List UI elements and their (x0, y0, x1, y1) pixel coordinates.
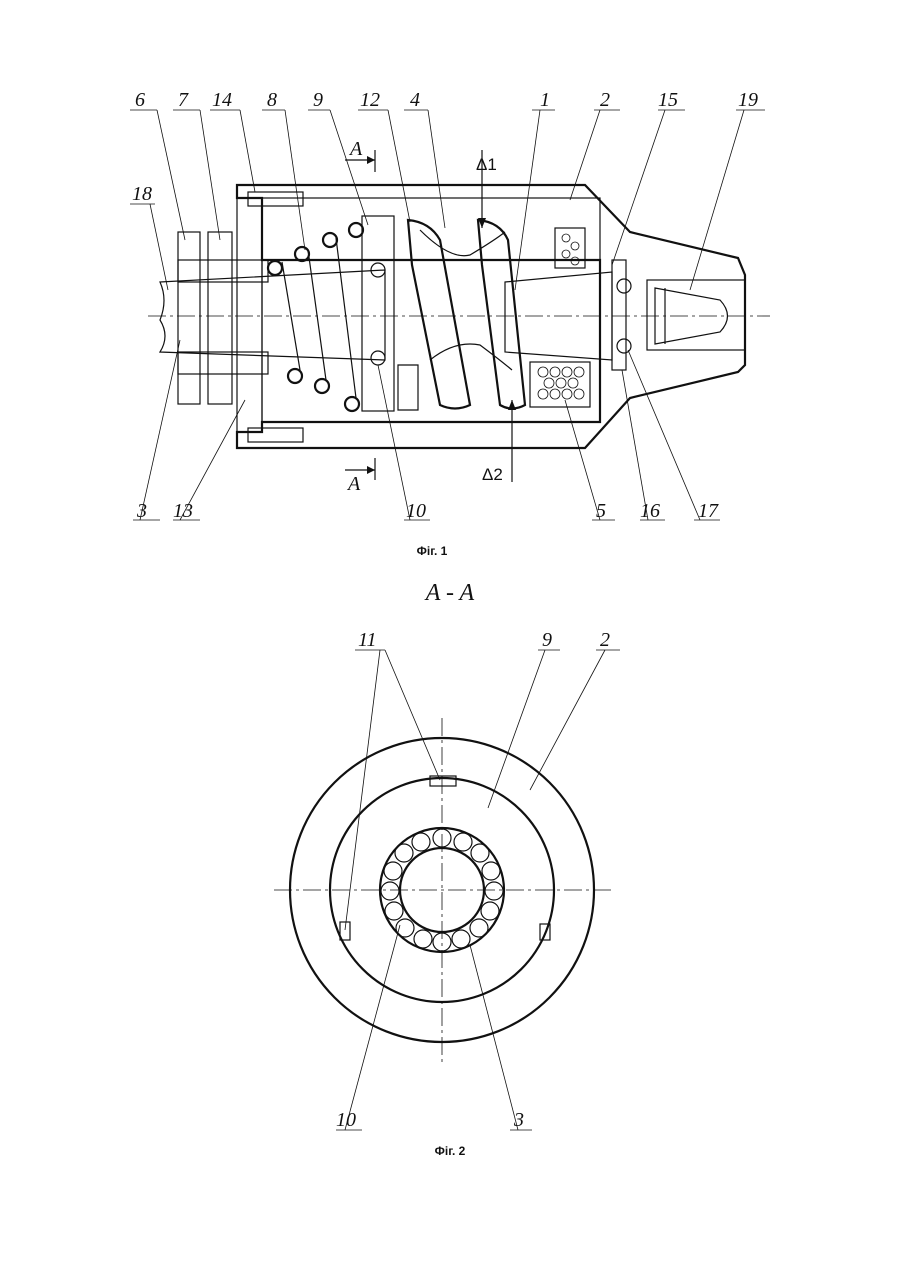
label-9: 9 (313, 89, 323, 111)
cap-part-13 (237, 198, 262, 432)
section-arrow-top: A (345, 138, 375, 172)
figure-2-caption: Фіг. 2 (435, 1144, 466, 1158)
plug-chamber (647, 280, 745, 350)
section-mark-top: A (348, 138, 363, 160)
label-2-section: 2 (600, 629, 610, 651)
label-17: 17 (698, 500, 719, 522)
nut-part-6 (178, 232, 200, 404)
label-5: 5 (596, 500, 606, 522)
bolt-bottom (248, 428, 303, 442)
shaft-part-3 (160, 270, 385, 360)
label-14: 14 (212, 89, 232, 111)
granules-part-5 (530, 228, 590, 407)
sleeve-part-9 (362, 216, 394, 411)
ball-part-17-bottom (617, 339, 631, 353)
label-3-section: 3 (513, 1109, 524, 1131)
delta1-label: Δ1 (476, 155, 497, 174)
label-16: 16 (640, 500, 660, 522)
label-18: 18 (132, 183, 152, 205)
helical-screw-part-4 (408, 220, 525, 409)
section-arrow-bottom: A (345, 458, 375, 495)
label-12: 12 (360, 89, 380, 111)
label-7: 7 (178, 89, 189, 111)
section-mark-bottom: A (346, 473, 361, 495)
label-10-section: 10 (336, 1109, 356, 1131)
label-19: 19 (738, 89, 758, 111)
housing-part-2 (237, 185, 745, 448)
label-4: 4 (410, 89, 420, 111)
label-3: 3 (136, 500, 147, 522)
figure-1: A A Δ1 Δ2 6 7 14 8 9 12 (130, 89, 770, 558)
label-8: 8 (267, 89, 277, 111)
figure-1-caption: Фіг. 1 (417, 544, 448, 558)
section-title: A - A (424, 580, 475, 606)
label-13: 13 (173, 500, 193, 522)
label-9-section: 9 (542, 629, 552, 651)
figure-2: A - A (274, 580, 620, 1158)
label-2: 2 (600, 89, 610, 111)
delta2-label: Δ2 (482, 465, 503, 484)
wedge-part-12 (398, 365, 418, 410)
bottom-labels: 3 13 10 5 16 17 (133, 340, 720, 522)
label-10: 10 (406, 500, 426, 522)
spring-part-8 (268, 223, 363, 411)
nut-part-7 (208, 232, 232, 404)
label-1: 1 (540, 89, 550, 111)
label-11: 11 (358, 629, 377, 651)
ball-part-17-top (617, 279, 631, 293)
ball-bottom (371, 351, 385, 365)
inner-cavity (262, 198, 600, 422)
label-6: 6 (135, 89, 145, 111)
label-15: 15 (658, 89, 678, 111)
